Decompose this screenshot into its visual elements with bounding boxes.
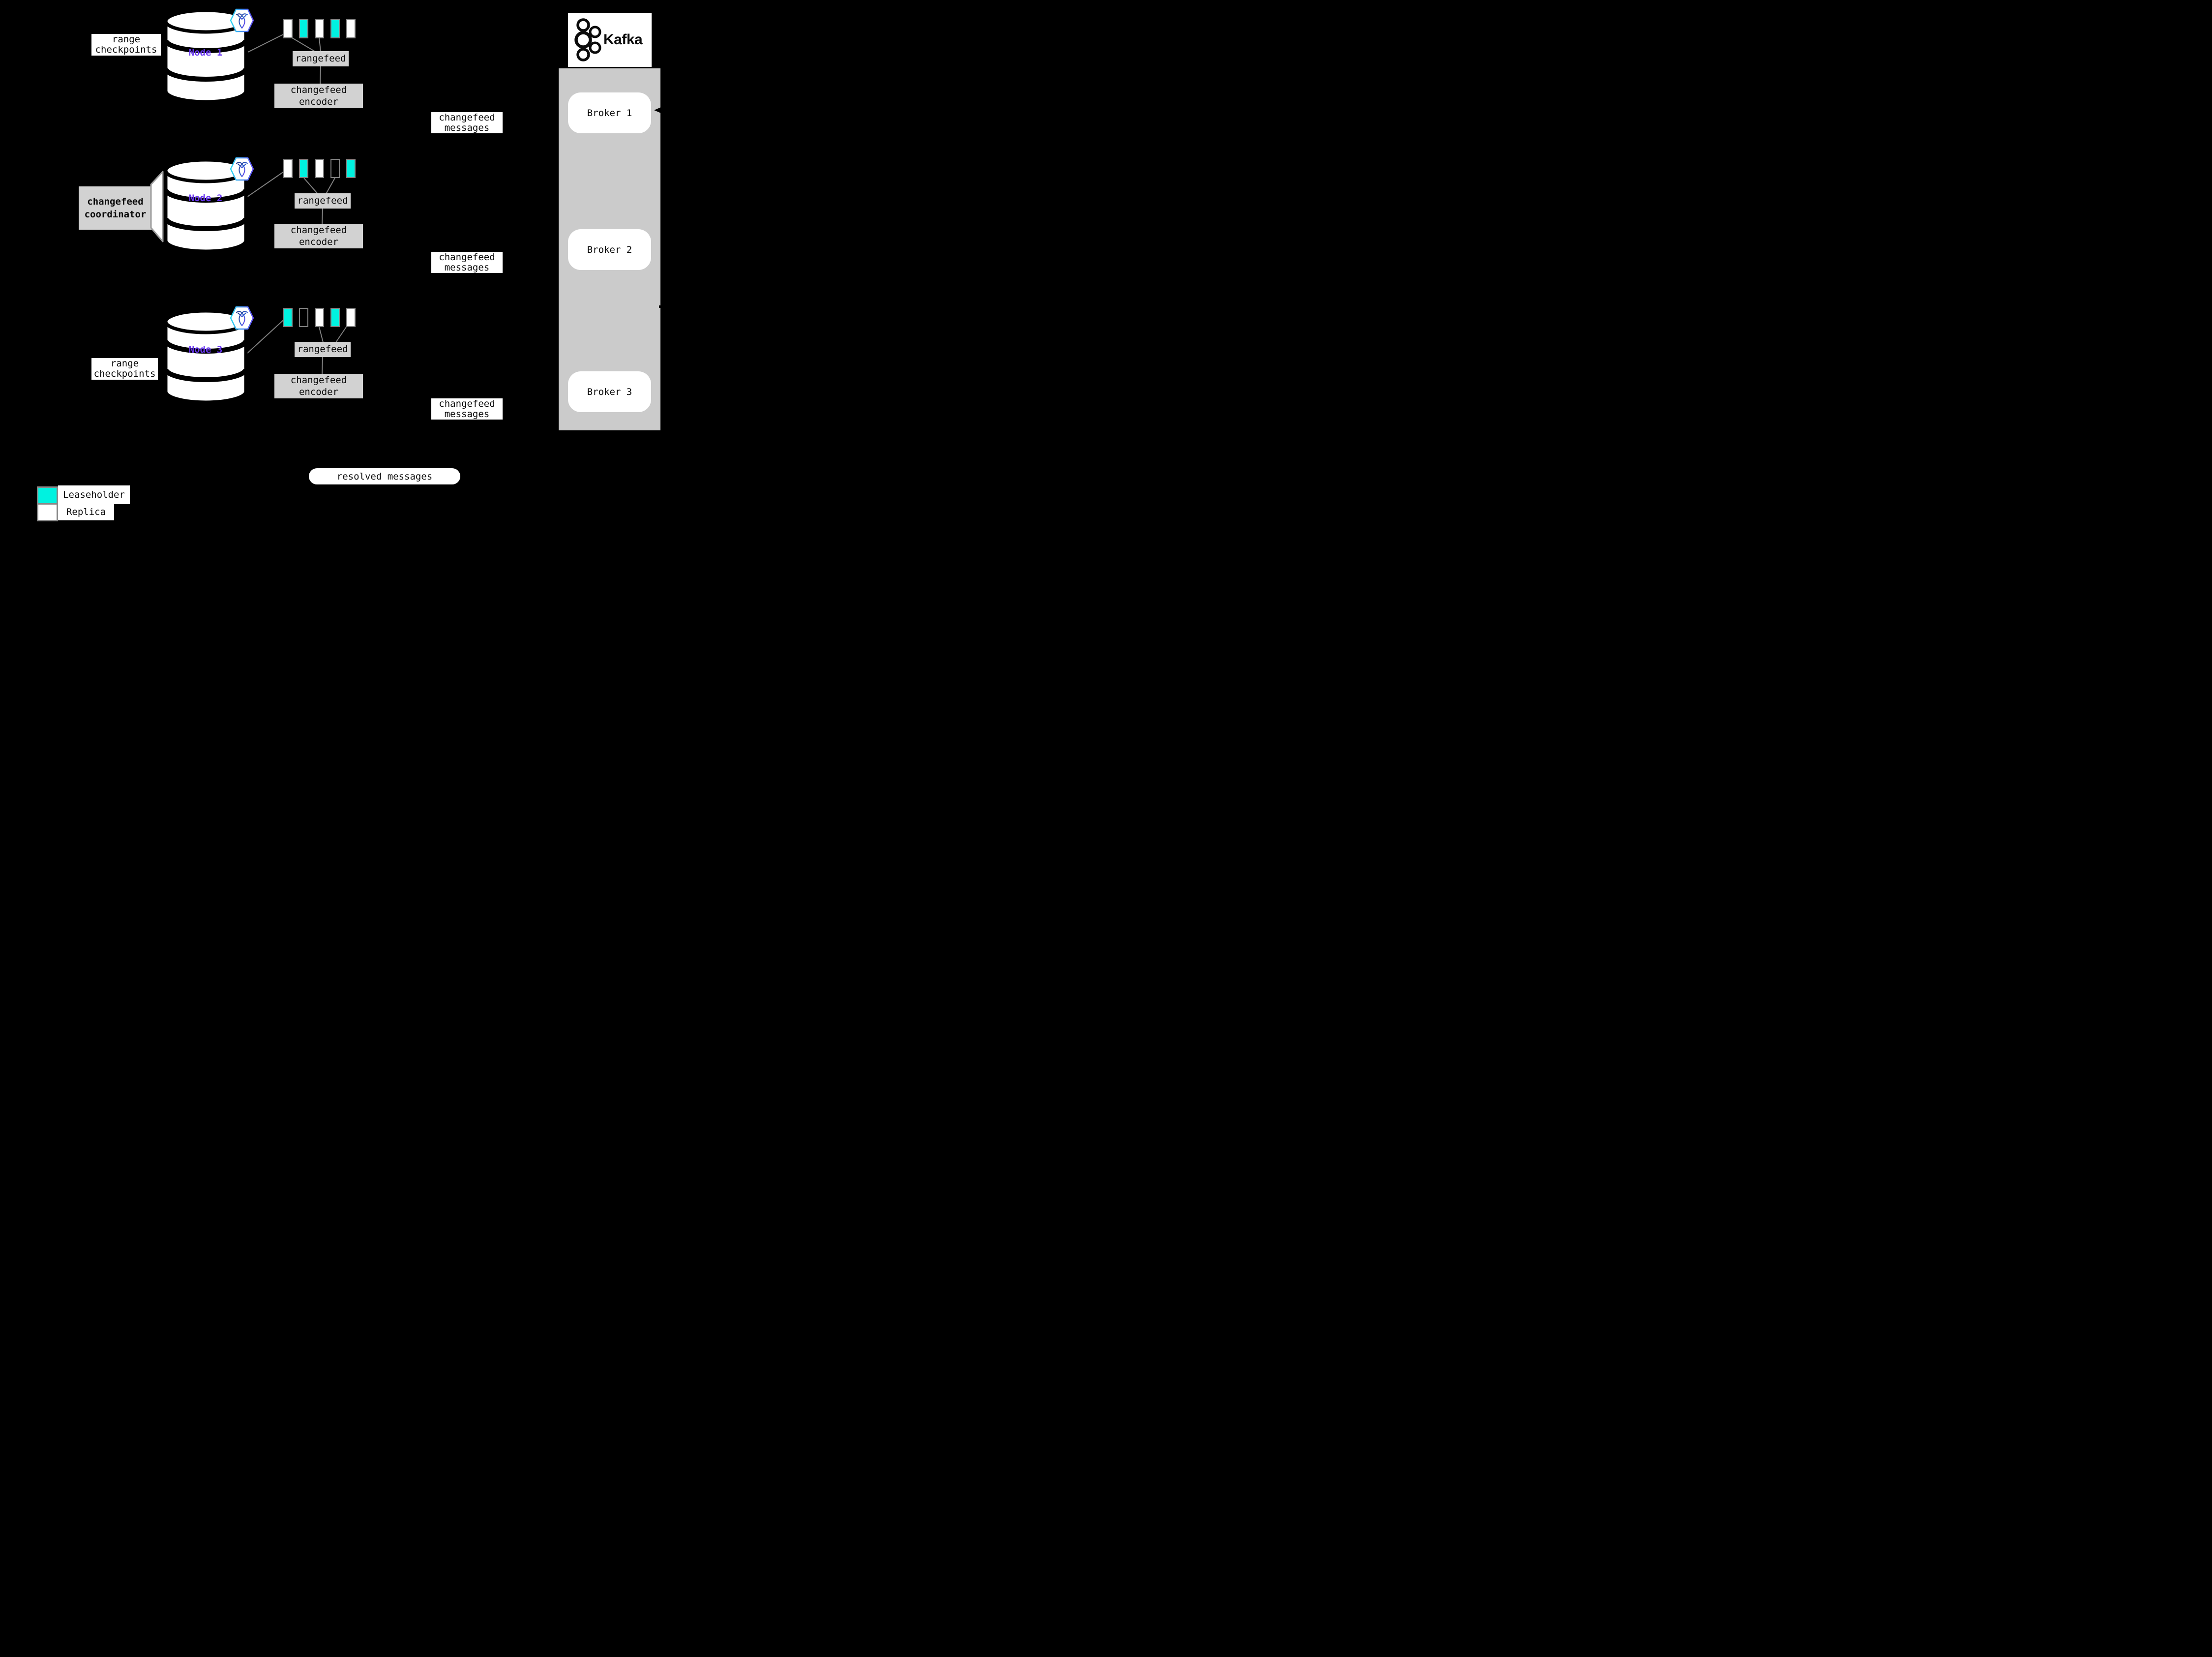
cockroachdb-logo-icon <box>230 8 254 32</box>
range-square-empty <box>299 308 308 327</box>
range-squares-node-1 <box>283 19 356 38</box>
changefeed-encoder-box-node-2: changefeed encoder <box>274 224 363 248</box>
range-squares-node-3 <box>283 308 356 327</box>
kafka-broker-2: Broker 2 <box>568 229 651 270</box>
range-square-leaseholder <box>299 19 308 38</box>
range-square-leaseholder <box>283 308 293 327</box>
range-square-empty <box>330 159 340 178</box>
range-square-replica <box>346 308 356 327</box>
node-1-label: Node 1 <box>188 47 223 58</box>
coordinator-callout-flag <box>150 171 164 242</box>
range-square-replica <box>315 308 324 327</box>
cockroachdb-logo-icon <box>230 157 254 181</box>
resolved-messages-label: resolved messages <box>309 468 460 484</box>
changefeed-messages-label-2: changefeed messages <box>431 252 503 273</box>
legend-leaseholder-swatch <box>37 486 58 505</box>
range-square-leaseholder <box>330 19 340 38</box>
rangefeed-box-node-2: rangefeed <box>295 193 351 209</box>
range-square-replica <box>283 159 293 178</box>
kafka-broker-3: Broker 3 <box>568 371 651 412</box>
range-square-leaseholder <box>299 159 308 178</box>
kafka-broker-panel: Broker 1 Broker 2 Broker 3 <box>559 68 660 430</box>
kafka-logo-icon <box>574 18 601 61</box>
cockroachdb-logo-icon <box>230 306 254 330</box>
range-checkpoints-label-node-3: range checkpoints <box>91 358 158 380</box>
changefeed-encoder-box-node-3: changefeed encoder <box>274 374 363 398</box>
range-square-replica <box>283 19 293 38</box>
legend-leaseholder-label: Leaseholder <box>58 485 130 504</box>
rangefeed-box-node-1: rangefeed <box>293 51 349 66</box>
range-square-leaseholder <box>330 308 340 327</box>
arrow-dash-artifact <box>659 305 661 308</box>
changefeed-messages-label-1: changefeed messages <box>431 112 503 133</box>
range-squares-node-2 <box>283 159 356 178</box>
range-square-replica <box>315 19 324 38</box>
kafka-brand-label: Kafka <box>603 31 643 48</box>
kafka-broker-1: Broker 1 <box>568 92 651 133</box>
range-square-replica <box>315 159 324 178</box>
changefeed-messages-label-3: changefeed messages <box>431 398 503 420</box>
range-square-replica <box>346 19 356 38</box>
node-1-cylinder <box>164 8 248 104</box>
legend-replica-label: Replica <box>58 504 114 520</box>
rangefeed-box-node-3: rangefeed <box>295 342 351 357</box>
changefeed-architecture-diagram: range checkpoints Node 1 rangefeed chang… <box>0 0 708 530</box>
connector-lines <box>247 34 347 374</box>
node-2-label: Node 2 <box>188 193 223 204</box>
range-square-leaseholder <box>346 159 356 178</box>
kafka-logo-card: Kafka <box>568 13 652 67</box>
node-2-cylinder <box>164 158 248 253</box>
changefeed-coordinator-label: changefeed coordinator <box>79 186 152 230</box>
arrowhead-artifact <box>654 107 661 113</box>
legend-replica-swatch <box>37 503 58 521</box>
node-3-label: Node 3 <box>188 344 223 355</box>
range-checkpoints-label-node-1: range checkpoints <box>91 34 161 56</box>
changefeed-encoder-box-node-1: changefeed encoder <box>274 84 363 108</box>
